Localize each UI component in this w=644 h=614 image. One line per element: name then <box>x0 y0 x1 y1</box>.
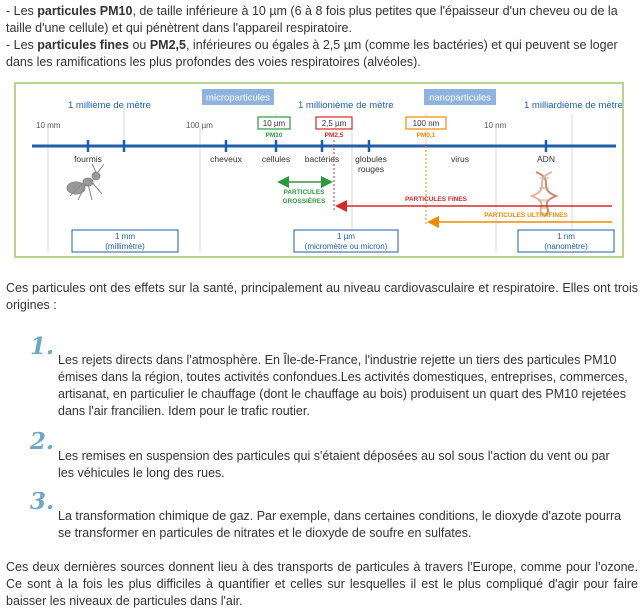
scale-10nm: 10 nm <box>484 121 507 130</box>
unit-um-name: (micromètre ou micron) <box>305 242 388 251</box>
badge-micro: microparticules <box>206 93 270 104</box>
unit-um-value: 1 µm <box>337 232 355 241</box>
arrow-grossieres-label-1: PARTICULES <box>283 189 325 196</box>
origin-text-2: Les remises en suspension des particules… <box>58 449 610 480</box>
item-cheveux: cheveux <box>210 154 242 164</box>
unit-box-nm <box>517 229 615 253</box>
unit-box-mm <box>71 229 179 253</box>
arrow-grossieres-label-2: GROSSIÈRES <box>283 196 327 205</box>
scale-10mm: 10 mm <box>36 121 61 130</box>
box-100nm-label: 100 nm <box>413 119 440 128</box>
unit-mm-name: (millimètre) <box>105 242 145 251</box>
ant-icon <box>66 163 105 201</box>
label-pm0-1: PM0,1 <box>417 132 436 139</box>
dna-icon <box>529 171 559 217</box>
item-virus: virus <box>451 154 469 164</box>
origin-text-1: Les rejets directs dans l'atmosphère. En… <box>58 353 628 418</box>
box-10um-label: 10 µm <box>263 119 286 128</box>
heading-nano: 1 milliardième de mètre <box>524 100 622 111</box>
intro-pm25-rest: , inférieures ou égales à 2,5 µm (comme … <box>6 38 618 69</box>
box-2-5um-label: 2,5 µm <box>322 119 347 128</box>
conclusion-text: Ces deux dernières sources donnent lieu … <box>6 560 638 608</box>
unit-mm-value: 1 mm <box>115 232 135 241</box>
label-pm2-5: PM2,5 <box>325 132 344 139</box>
particle-size-diagram: 1 millième de mètre 1 millionième de mèt… <box>14 82 624 258</box>
arrow-fines-label: PARTICULES FINES <box>405 196 468 203</box>
intro-pm25: - Les particules fines ou PM2,5, inférie… <box>6 37 638 71</box>
label-pm10: PM10 <box>266 132 283 139</box>
item-globules-1: globules <box>355 154 387 164</box>
effects-intro: Ces particules ont des effets sur la san… <box>6 281 638 312</box>
intro-text: - Les particules PM10, de taille inférie… <box>6 3 638 71</box>
intro-pm25-prefix: - Les <box>6 38 38 52</box>
heading-micro: 1 millionième de mètre <box>298 100 394 111</box>
badge-nano: nanoparticules <box>429 93 491 104</box>
intro-pm25-bold1: particules fines <box>37 38 129 52</box>
heading-milli: 1 millième de mètre <box>68 100 151 111</box>
intro-pm25-bold2: PM2,5 <box>149 38 186 52</box>
intro-pm10: - Les particules PM10, de taille inférie… <box>6 3 638 37</box>
badge-nano-bg <box>424 89 496 105</box>
origin-number-2: 2. <box>30 428 55 455</box>
item-bacteries: bactéries <box>305 154 340 164</box>
intro-pm10-prefix: - Les <box>6 4 38 18</box>
origin-number-3: 3. <box>30 488 55 515</box>
origin-text-3: La transformation chimique de gaz. Par e… <box>58 509 622 540</box>
intro-pm10-bold: particules PM10 <box>37 4 133 18</box>
unit-nm-name: (nanomètre) <box>544 242 588 251</box>
unit-box-um <box>293 229 399 253</box>
arrow-ultrafines-label: PARTICULES ULTRAFINES <box>484 212 568 219</box>
box-2-5um <box>315 116 353 130</box>
item-fourmis: fourmis <box>74 154 102 164</box>
intro-pm10-rest: , de taille inférieure à 10 µm (6 à 8 fo… <box>6 4 618 35</box>
origin-number-1: 1. <box>30 333 55 360</box>
axis-ticks <box>86 140 548 152</box>
item-globules-2: rouges <box>358 164 384 174</box>
intro-pm25-mid: ou <box>128 38 150 52</box>
unit-nm-value: 1 nm <box>557 232 575 241</box>
badge-micro-bg <box>202 89 274 105</box>
box-100nm <box>405 116 447 130</box>
item-adn: ADN <box>537 154 555 164</box>
item-cellules: cellules <box>262 154 290 164</box>
box-10um <box>257 116 291 130</box>
scale-100um: 100 µm <box>186 121 213 130</box>
size-scale-svg: 1 millième de mètre 1 millionième de mèt… <box>32 89 622 253</box>
